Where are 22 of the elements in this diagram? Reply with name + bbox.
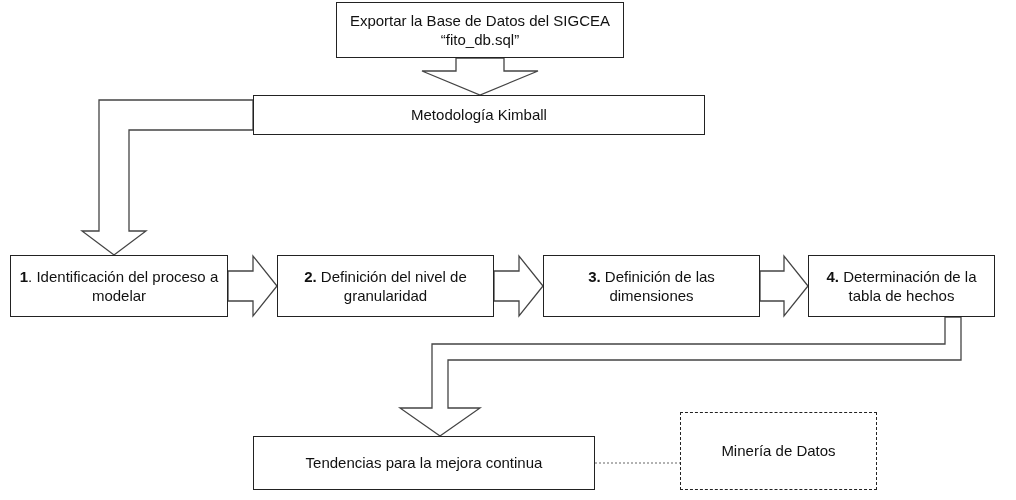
process-box [808, 255, 995, 317]
process-box [10, 255, 228, 317]
process-box [336, 2, 624, 58]
process-box [277, 255, 494, 317]
box-label: Minería de Datos [721, 441, 836, 461]
block-arrow [421, 57, 539, 96]
block-arrow [80, 99, 254, 256]
process-box [680, 412, 877, 490]
block-arrow [227, 254, 278, 318]
box-label: 4. Determinación de la tabla de hechos [825, 266, 978, 306]
block-arrow [397, 316, 962, 437]
box-label: Metodología Kimball [411, 105, 547, 125]
process-box [543, 255, 760, 317]
box-label: 3. Definición de las dimensiones [587, 266, 716, 306]
process-box [253, 436, 595, 490]
box-label: 2. Definición del nivel de granularidad [303, 266, 468, 306]
box-label: 1. Identificación del proceso a modelar [18, 266, 220, 306]
block-arrow [493, 254, 544, 318]
box-label: Exportar la Base de Datos del SIGCEA “fito_db.sql” [348, 10, 612, 50]
box-label: Tendencias para la mejora continua [305, 453, 543, 473]
process-box [253, 95, 705, 135]
block-arrow [759, 254, 809, 318]
